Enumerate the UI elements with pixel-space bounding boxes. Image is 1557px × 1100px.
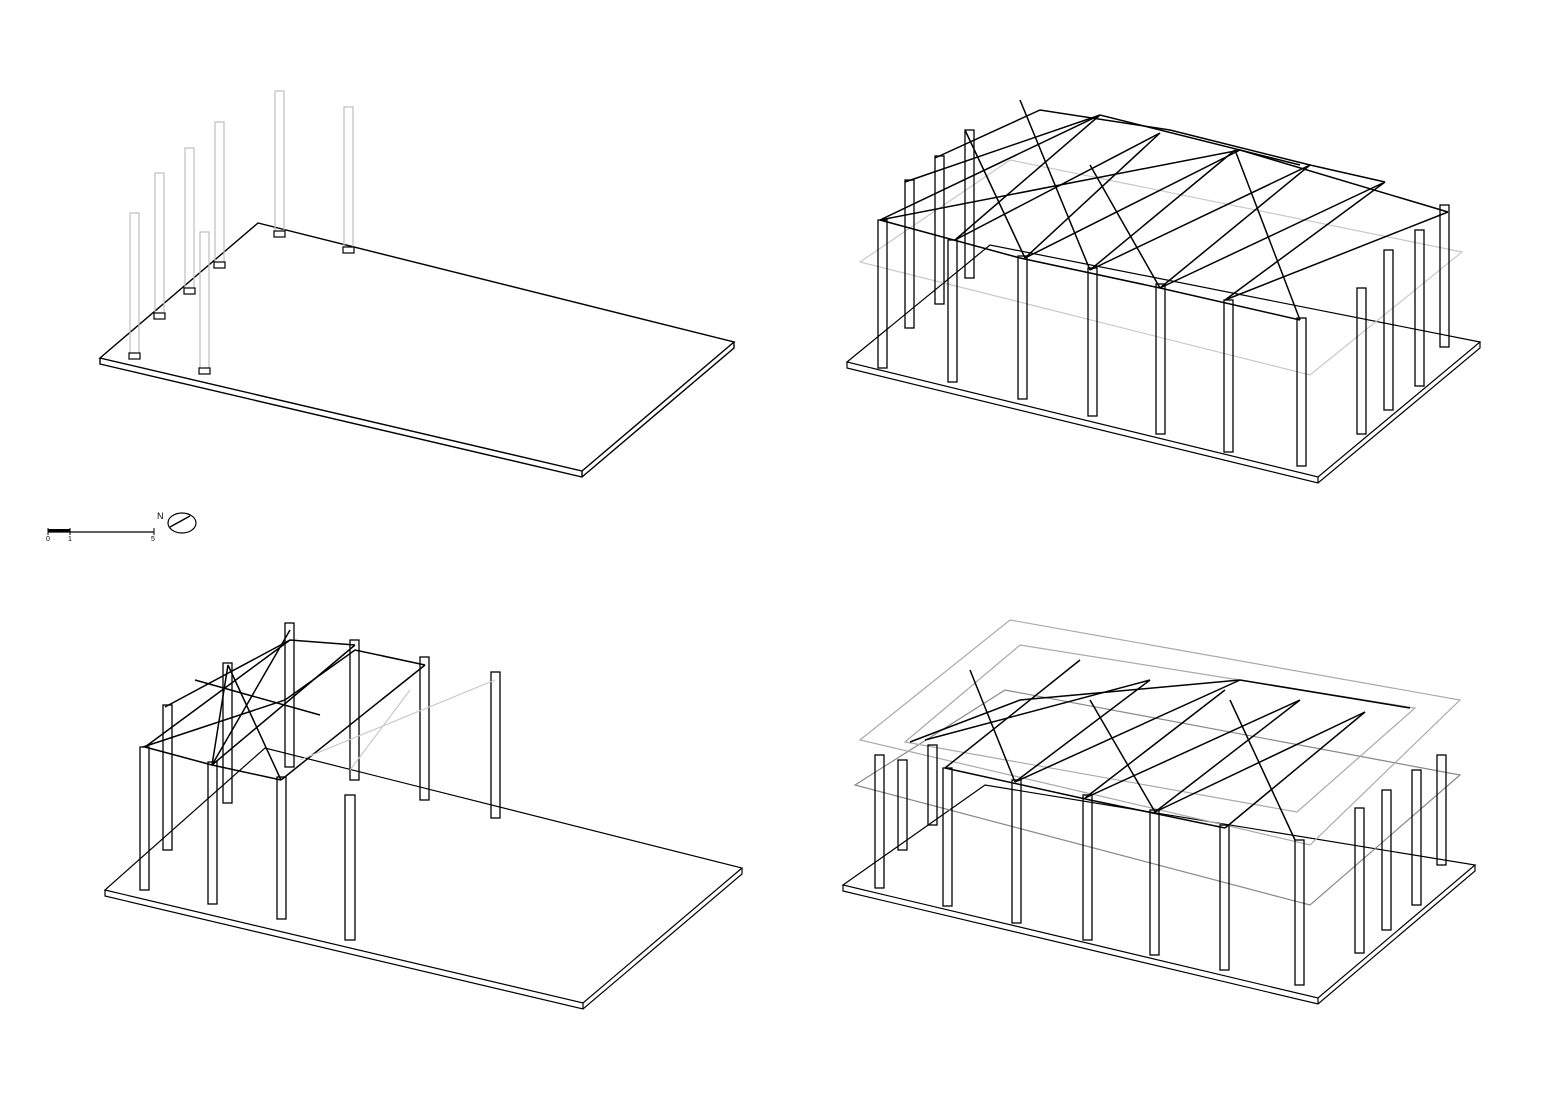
roof-ring-inner bbox=[903, 644, 1417, 813]
roof-truss bbox=[909, 659, 1411, 841]
column bbox=[214, 121, 225, 268]
panel-stage-3-full-frame bbox=[845, 99, 1482, 484]
floor-slab bbox=[103, 747, 744, 1004]
mezzanine-plane bbox=[853, 689, 1462, 906]
north-arrow: N bbox=[157, 511, 197, 534]
column-group bbox=[877, 129, 1450, 467]
roof-truss bbox=[142, 629, 426, 781]
scale-tick-1: 1 bbox=[68, 536, 72, 543]
scale-tick-5: 5 bbox=[151, 536, 155, 543]
mezzanine-plane bbox=[858, 159, 1464, 376]
north-label: N bbox=[157, 511, 164, 521]
column bbox=[343, 106, 354, 252]
floor-slab bbox=[845, 244, 1482, 478]
column-group bbox=[139, 622, 501, 941]
column bbox=[184, 147, 195, 294]
floor-slab bbox=[98, 222, 736, 472]
column bbox=[154, 172, 165, 319]
roof-truss bbox=[879, 99, 1449, 321]
panel-stage-2-partial-frame bbox=[103, 622, 744, 1010]
scale-tick-0: 0 bbox=[46, 536, 50, 543]
panel-stage-4-enclosed bbox=[841, 619, 1477, 1005]
base-plates bbox=[128, 230, 355, 375]
panel-stage-1-columns bbox=[98, 90, 736, 478]
column bbox=[274, 90, 285, 236]
scale-bar: 0 1 5 bbox=[46, 528, 155, 543]
